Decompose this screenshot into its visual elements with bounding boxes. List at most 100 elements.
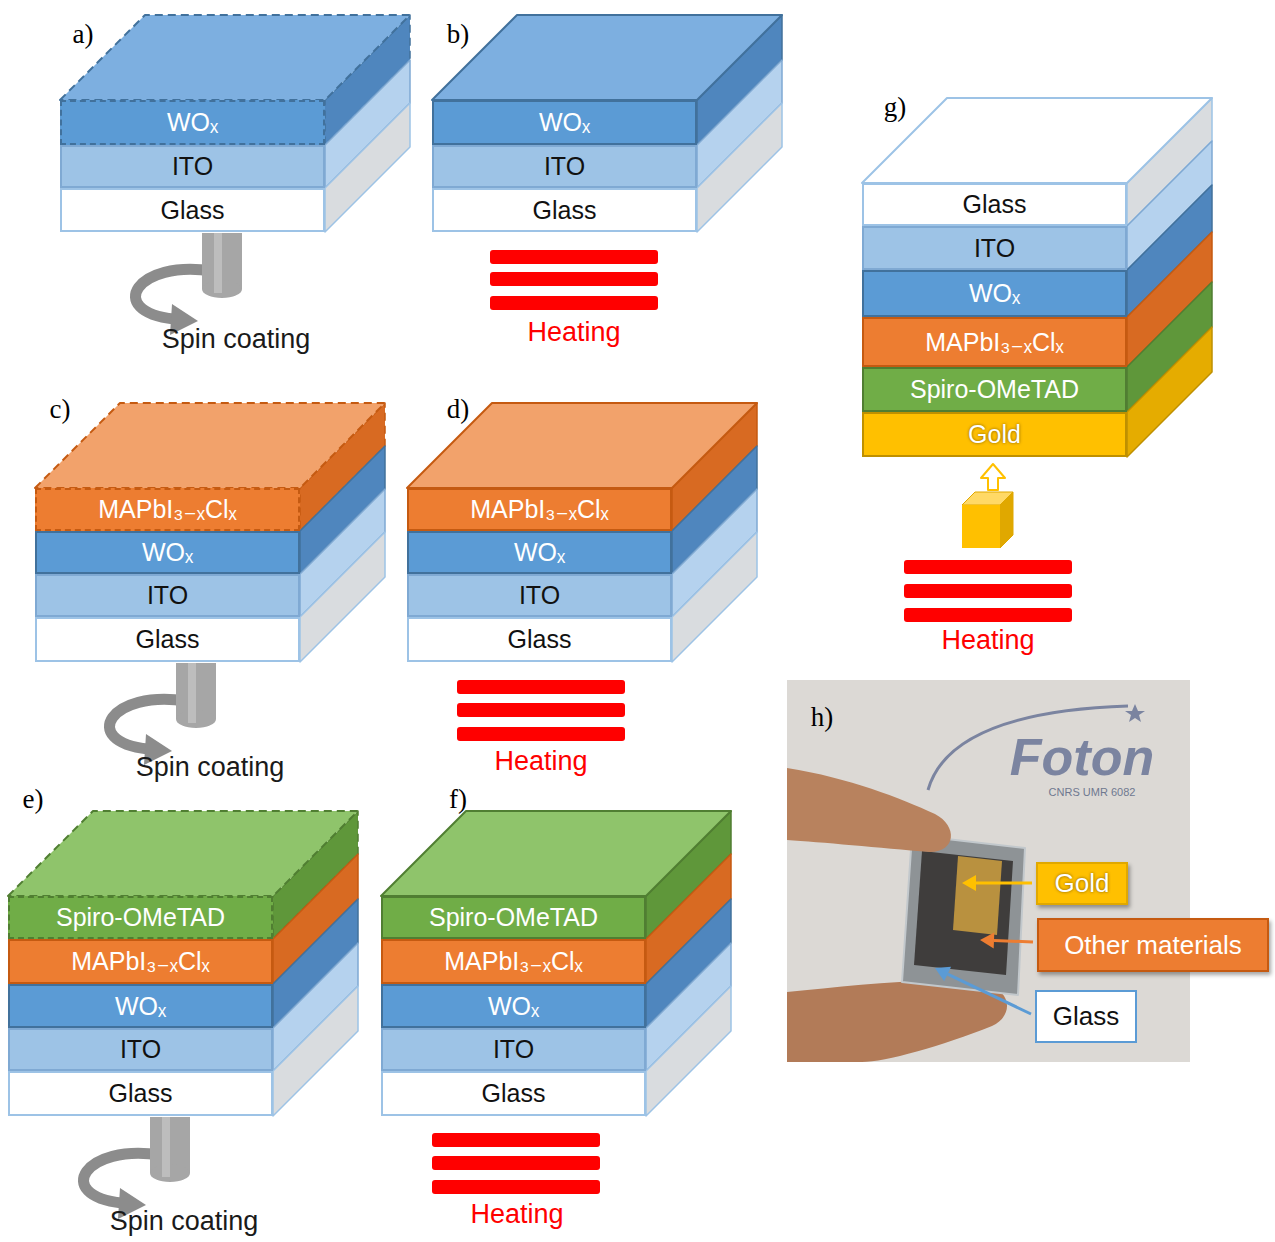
- logo-star: [1125, 704, 1145, 722]
- panel-letter: e): [23, 785, 44, 815]
- heater-bar: [904, 584, 1072, 598]
- watermark: Foton: [1010, 729, 1154, 786]
- layer-box: WOₓ: [8, 984, 273, 1028]
- panel-letter: c): [50, 395, 71, 425]
- spin-shaft-shine: [188, 663, 196, 723]
- heater-bar: [432, 1156, 600, 1170]
- heater-bar: [432, 1133, 600, 1147]
- layer-label: WOₓ: [115, 992, 166, 1021]
- top-face: [862, 98, 1212, 183]
- layer-label: Other materials: [1064, 930, 1242, 961]
- cube-front: [962, 505, 1000, 548]
- layer-label: ITO: [147, 581, 188, 610]
- panel-letter: h): [811, 703, 834, 733]
- side-face: [1127, 327, 1212, 457]
- layer-box: WOₓ: [862, 270, 1127, 317]
- heater-bar: [904, 560, 1072, 574]
- layer-box: Glass: [35, 617, 300, 662]
- layer-label: MAPbI₃₋ₓClₓ: [98, 495, 236, 524]
- step-label: Heating: [527, 318, 620, 348]
- layer-label: WOₓ: [539, 108, 590, 137]
- panel-letter: b): [447, 20, 470, 50]
- layer-box: Spiro-OMeTAD: [8, 896, 273, 939]
- layer-box: Gold: [862, 412, 1127, 457]
- layer-box: Glass: [8, 1071, 273, 1116]
- layer-box: WOₓ: [407, 531, 672, 574]
- side-face: [273, 986, 358, 1116]
- panel-letter: a): [73, 20, 94, 50]
- callout-box: Glass: [1035, 990, 1137, 1043]
- callout-box: Gold: [1036, 862, 1128, 905]
- layer-box: ITO: [35, 574, 300, 617]
- side-face: [325, 103, 410, 232]
- layer-box: WOₓ: [60, 100, 325, 145]
- top-face: [35, 403, 385, 488]
- photo-background: [787, 680, 1190, 1062]
- panel-letter: g): [884, 93, 907, 123]
- layer-box: MAPbI₃₋ₓClₓ: [407, 488, 672, 531]
- layer-box: ITO: [432, 145, 697, 188]
- gold-contact: [953, 856, 1002, 935]
- callout-box: Other materials: [1037, 918, 1269, 972]
- heater-bar: [432, 1180, 600, 1194]
- layer-box: Spiro-OMeTAD: [862, 367, 1127, 412]
- top-face: [60, 15, 410, 100]
- layer-label: Gold: [968, 420, 1021, 449]
- layer-box: MAPbI₃₋ₓClₓ: [381, 939, 646, 984]
- cube-side: [1000, 492, 1013, 548]
- heater-bar: [457, 680, 625, 694]
- heater-bar: [490, 272, 658, 286]
- leader-head: [962, 875, 976, 891]
- step-label: Heating: [494, 747, 587, 777]
- step-label: Heating: [941, 626, 1034, 656]
- layer-box: ITO: [381, 1028, 646, 1071]
- step-label: Spin coating: [110, 1207, 259, 1237]
- layer-label: MAPbI₃₋ₓClₓ: [925, 328, 1063, 357]
- layer-label: MAPbI₃₋ₓClₓ: [71, 947, 209, 976]
- heater-bar: [457, 703, 625, 717]
- layer-label: ITO: [172, 152, 213, 181]
- layer-box: Glass: [381, 1071, 646, 1116]
- layer-label: WOₓ: [167, 108, 218, 137]
- layer-label: WOₓ: [969, 279, 1020, 308]
- side-face: [300, 532, 385, 662]
- leader-head: [980, 933, 994, 949]
- layer-label: Glass: [109, 1079, 173, 1108]
- side-face: [672, 532, 757, 662]
- layer-label: MAPbI₃₋ₓClₓ: [444, 947, 582, 976]
- thumb: [787, 981, 1007, 1062]
- step-label: Spin coating: [136, 753, 285, 783]
- leader-line: [948, 974, 1031, 1014]
- layer-label: Glass: [508, 625, 572, 654]
- layer-label: Glass: [482, 1079, 546, 1108]
- layer-label: Glass: [1053, 1001, 1119, 1032]
- step-label: Spin coating: [162, 325, 311, 355]
- leader-line: [976, 882, 1032, 885]
- layer-label: Glass: [136, 625, 200, 654]
- layer-label: Glass: [533, 196, 597, 225]
- layer-label: Glass: [161, 196, 225, 225]
- heater-bar: [904, 608, 1072, 622]
- layer-box: ITO: [60, 145, 325, 188]
- layer-box: MAPbI₃₋ₓClₓ: [35, 488, 300, 531]
- leader-head: [935, 967, 951, 981]
- layer-label: Spiro-OMeTAD: [56, 903, 225, 932]
- layer-box: ITO: [407, 574, 672, 617]
- layer-label: ITO: [974, 234, 1015, 263]
- top-face: [8, 811, 358, 896]
- layer-label: WOₓ: [488, 992, 539, 1021]
- finger: [787, 768, 951, 852]
- evaporation-arrow: [981, 464, 1005, 490]
- layer-label: ITO: [493, 1035, 534, 1064]
- layer-label: Spiro-OMeTAD: [429, 903, 598, 932]
- watermark: CNRS UMR 6082: [1049, 786, 1136, 798]
- panel-letter: d): [447, 395, 470, 425]
- layer-label: MAPbI₃₋ₓClₓ: [470, 495, 608, 524]
- layer-label: ITO: [544, 152, 585, 181]
- layer-box: MAPbI₃₋ₓClₓ: [8, 939, 273, 984]
- side-face: [646, 986, 731, 1116]
- layer-box: ITO: [8, 1028, 273, 1071]
- top-face: [432, 15, 782, 100]
- layer-box: Spiro-OMeTAD: [381, 896, 646, 939]
